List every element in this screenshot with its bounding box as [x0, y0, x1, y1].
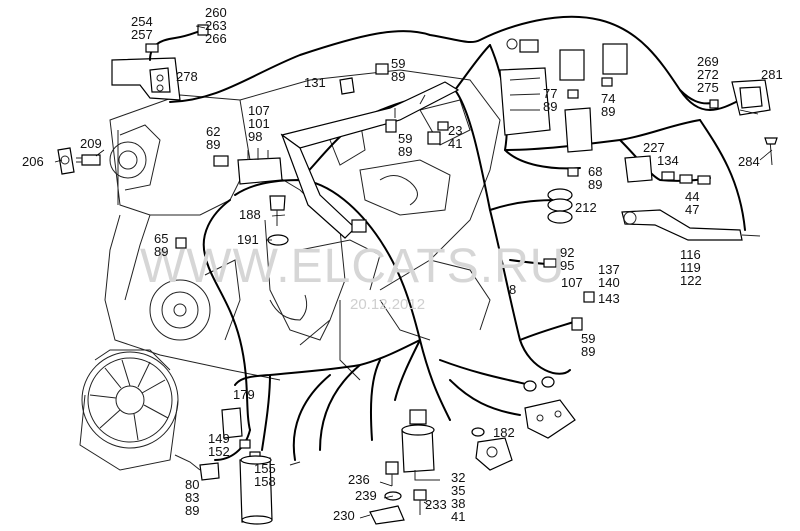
callout-label: 254 — [131, 14, 153, 29]
callout-label: 35 — [451, 483, 465, 498]
callout-label: 266 — [205, 31, 227, 46]
callout-label: 89 — [154, 244, 168, 259]
callout-label: 236 — [348, 472, 370, 487]
callout-label: 281 — [761, 67, 783, 82]
callout-label: 134 — [657, 153, 679, 168]
component-parts — [57, 24, 778, 525]
callout-label: 41 — [448, 136, 462, 151]
intake-duct — [280, 81, 460, 239]
callout-label: 233 — [425, 497, 447, 512]
callout-label: 137 — [598, 262, 620, 277]
callout-label: 257 — [131, 27, 153, 42]
callout-label: 107 — [561, 275, 583, 290]
part-callouts: 2542572602632662785989131107101986289209… — [22, 5, 783, 524]
callout-label: 59 — [398, 131, 412, 146]
callout-label: 92 — [560, 245, 574, 260]
callout-label: 89 — [398, 144, 412, 159]
engine-outline — [104, 69, 501, 381]
callout-label: 131 — [304, 75, 326, 90]
callout-label: 188 — [239, 207, 261, 222]
callout-label: 152 — [208, 444, 230, 459]
callout-label: 275 — [697, 80, 719, 95]
callout-label: 260 — [205, 5, 227, 20]
callout-label: 89 — [581, 344, 595, 359]
callout-label: 89 — [185, 503, 199, 518]
watermark-text: WWW.ELCATS.RU — [140, 240, 565, 293]
callout-label: 155 — [254, 461, 276, 476]
callout-label: 239 — [355, 488, 377, 503]
callout-label: 68 — [588, 164, 602, 179]
callout-label: 272 — [697, 67, 719, 82]
callout-label: 158 — [254, 474, 276, 489]
callout-label: 263 — [205, 18, 227, 33]
callout-label: 101 — [248, 116, 270, 131]
callout-label: 8 — [509, 282, 516, 297]
callout-label: 89 — [588, 177, 602, 192]
cooling-fan — [79, 349, 179, 471]
callout-label: 44 — [685, 189, 699, 204]
callout-label: 59 — [581, 331, 595, 346]
callout-label: 77 — [543, 86, 557, 101]
callout-label: 23 — [448, 123, 462, 138]
callout-label: 74 — [601, 91, 615, 106]
callout-label: 98 — [248, 129, 262, 144]
callout-label: 119 — [680, 260, 701, 275]
callout-label: 212 — [575, 200, 597, 215]
callout-label: 227 — [643, 140, 665, 155]
callout-label: 89 — [601, 104, 615, 119]
callout-label: 209 — [80, 136, 102, 151]
callout-label: 89 — [543, 99, 557, 114]
callout-label: 83 — [185, 490, 199, 505]
callout-label: 80 — [185, 477, 199, 492]
callout-label: 89 — [206, 137, 220, 152]
callout-label: 47 — [685, 202, 699, 217]
callout-label: 278 — [176, 69, 198, 84]
callout-label: 107 — [248, 103, 270, 118]
callout-label: 191 — [237, 232, 259, 247]
callout-label: 143 — [598, 291, 620, 306]
leader-lines — [54, 25, 773, 519]
callout-label: 206 — [22, 154, 44, 169]
callout-label: 122 — [680, 273, 702, 288]
watermark-date: 20.12.2012 — [350, 296, 425, 313]
callout-label: 65 — [154, 231, 168, 246]
callout-label: 59 — [391, 56, 405, 71]
callout-label: 179 — [233, 387, 255, 402]
callout-label: 182 — [493, 425, 515, 440]
callout-label: 32 — [451, 470, 465, 485]
callout-label: 149 — [208, 431, 230, 446]
callout-label: 41 — [451, 509, 465, 524]
callout-label: 38 — [451, 496, 465, 511]
callout-label: 269 — [697, 54, 719, 69]
callout-label: 62 — [206, 124, 220, 139]
callout-label: 89 — [391, 69, 405, 84]
callout-label: 284 — [738, 154, 760, 169]
callout-label: 230 — [333, 508, 355, 523]
callout-label: 95 — [560, 258, 574, 273]
callout-label: 140 — [598, 275, 620, 290]
callout-label: 116 — [680, 247, 701, 262]
